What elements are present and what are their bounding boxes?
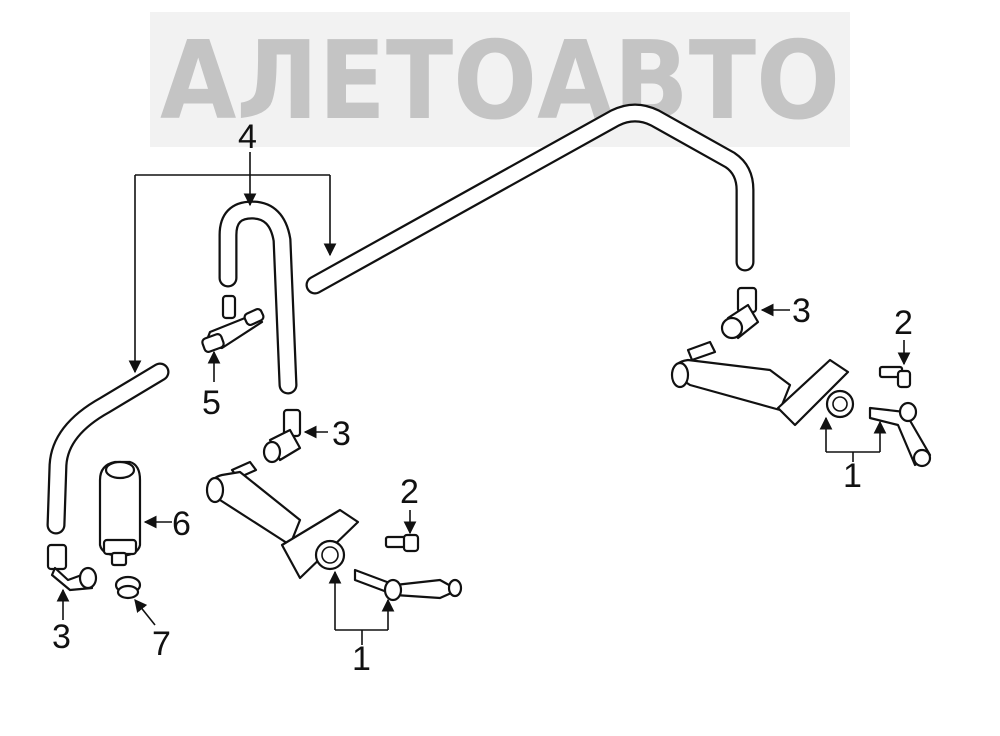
callout-5: 5 xyxy=(202,384,221,422)
nozzle-arm-right xyxy=(868,401,932,468)
bolt-center xyxy=(384,533,420,553)
callout-6: 6 xyxy=(172,505,191,543)
callout-1-right-leaders xyxy=(819,416,887,462)
hose-left xyxy=(46,362,170,535)
callout-7-leader xyxy=(134,599,156,626)
callout-1-right: 1 xyxy=(843,457,862,495)
hose-long-right xyxy=(305,103,755,295)
nozzle-arm-center xyxy=(353,568,463,602)
washer-pump xyxy=(98,460,142,567)
callout-4: 4 xyxy=(238,118,257,156)
t-connector xyxy=(201,294,265,353)
callout-7: 7 xyxy=(152,625,171,663)
elbow-connector-right xyxy=(720,286,760,340)
hose-u-shape xyxy=(218,200,298,395)
callout-3-center: 3 xyxy=(332,415,351,453)
elbow-connector-left xyxy=(46,543,98,592)
callout-3-left: 3 xyxy=(52,618,71,656)
bolt-right xyxy=(878,365,912,389)
callout-3-right: 3 xyxy=(792,292,811,330)
callout-2-right: 2 xyxy=(894,304,913,342)
callout-1-center-leaders xyxy=(328,570,395,645)
callout-4-leaders xyxy=(128,152,337,374)
callout-1-center: 1 xyxy=(352,640,371,678)
grommet xyxy=(114,575,142,600)
nozzle-cylinder-right xyxy=(670,340,855,427)
watermark-text: АЛЕТОАВТО xyxy=(160,19,840,144)
elbow-connector-center xyxy=(262,408,302,464)
nozzle-cylinder-center xyxy=(205,460,360,580)
callout-2-center: 2 xyxy=(400,473,419,511)
watermark-logo: АЛЕТОАВТО xyxy=(150,12,850,147)
